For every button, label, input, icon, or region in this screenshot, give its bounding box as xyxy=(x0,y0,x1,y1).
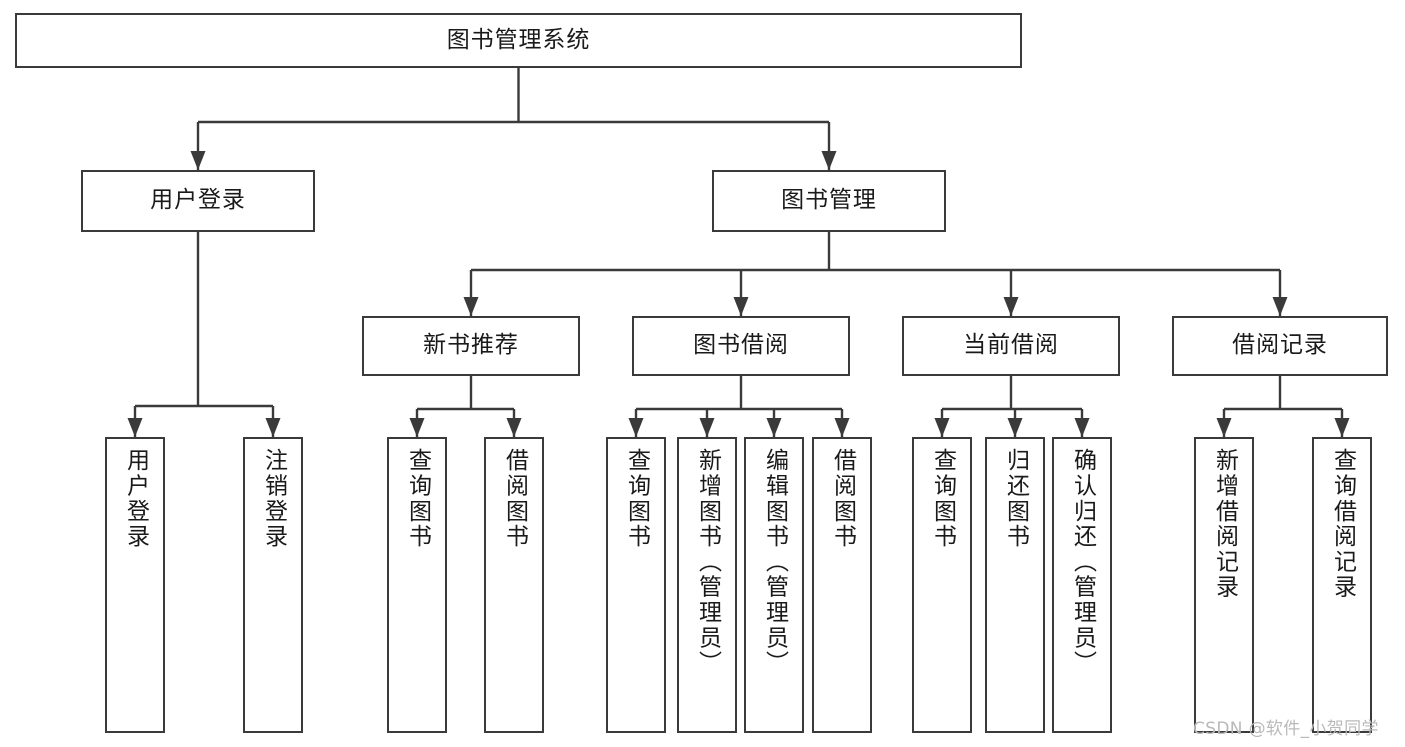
arrowhead-icon xyxy=(733,297,749,316)
node-leaf-query-record: 查询借阅记录 xyxy=(1312,437,1372,733)
node-label: 归还图书 xyxy=(1002,448,1029,550)
node-book-management: 图书管理 xyxy=(712,170,946,232)
arrowhead-icon xyxy=(1074,418,1090,437)
arrowhead-icon xyxy=(127,418,143,437)
node-label: 借阅图书 xyxy=(829,448,856,550)
node-label: 编辑图书（管理员） xyxy=(761,448,788,676)
node-leaf-logout: 注销登录 xyxy=(243,437,303,733)
node-book-borrow: 图书借阅 xyxy=(632,316,850,376)
node-label: 查询图书 xyxy=(404,448,431,550)
node-leaf-return-book: 归还图书 xyxy=(985,437,1045,733)
arrowhead-icon xyxy=(699,418,715,437)
node-borrow-record: 借阅记录 xyxy=(1172,316,1388,376)
node-leaf-add-book: 新增图书（管理员） xyxy=(677,437,737,733)
node-label: 新增图书（管理员） xyxy=(694,448,721,676)
node-label: 查询图书 xyxy=(929,448,956,550)
node-leaf-edit-book: 编辑图书（管理员） xyxy=(744,437,804,733)
arrowhead-icon xyxy=(506,418,522,437)
node-label: 注销登录 xyxy=(260,448,287,550)
node-label: 新增借阅记录 xyxy=(1211,448,1238,600)
arrowhead-icon xyxy=(834,418,850,437)
node-label: 当前借阅 xyxy=(963,332,1059,359)
node-leaf-query-book-current: 查询图书 xyxy=(912,437,972,733)
arrowhead-icon xyxy=(1007,418,1023,437)
node-label: 借阅记录 xyxy=(1232,332,1328,359)
arrowhead-icon xyxy=(1272,297,1288,316)
node-label: 查询图书 xyxy=(623,448,650,550)
node-new-book-recommend: 新书推荐 xyxy=(362,316,580,376)
arrowhead-icon xyxy=(1334,418,1350,437)
node-label: 查询借阅记录 xyxy=(1329,448,1356,600)
arrowhead-icon xyxy=(934,418,950,437)
node-leaf-borrow-book-rec: 借阅图书 xyxy=(484,437,544,733)
arrowhead-icon xyxy=(1003,297,1019,316)
node-label: 图书借阅 xyxy=(693,332,789,359)
node-leaf-query-book-rec: 查询图书 xyxy=(387,437,447,733)
arrowhead-icon xyxy=(766,418,782,437)
node-label: 用户登录 xyxy=(150,187,246,214)
node-label: 新书推荐 xyxy=(423,332,519,359)
arrowhead-icon xyxy=(463,297,479,316)
node-leaf-query-book-borrow: 查询图书 xyxy=(606,437,666,733)
node-root-system: 图书管理系统 xyxy=(15,13,1022,68)
csdn-watermark: CSDN @软件_小贺同学 xyxy=(1193,719,1379,739)
arrowhead-icon xyxy=(628,418,644,437)
arrowhead-icon xyxy=(265,418,281,437)
arrowhead-icon xyxy=(821,151,837,170)
arrowhead-icon xyxy=(409,418,425,437)
node-label: 图书管理 xyxy=(781,187,877,214)
node-leaf-add-record: 新增借阅记录 xyxy=(1194,437,1254,733)
node-label: 用户登录 xyxy=(122,448,149,550)
node-label: 图书管理系统 xyxy=(446,26,591,53)
arrowhead-icon xyxy=(1216,418,1232,437)
node-leaf-confirm-return: 确认归还（管理员） xyxy=(1052,437,1112,733)
node-current-borrow: 当前借阅 xyxy=(902,316,1120,376)
node-leaf-user-login: 用户登录 xyxy=(105,437,165,733)
node-label: 确认归还（管理员） xyxy=(1069,448,1096,676)
arrowhead-icon xyxy=(190,151,206,170)
node-label: 借阅图书 xyxy=(501,448,528,550)
node-user-login: 用户登录 xyxy=(81,170,315,232)
node-leaf-borrow-book: 借阅图书 xyxy=(812,437,872,733)
